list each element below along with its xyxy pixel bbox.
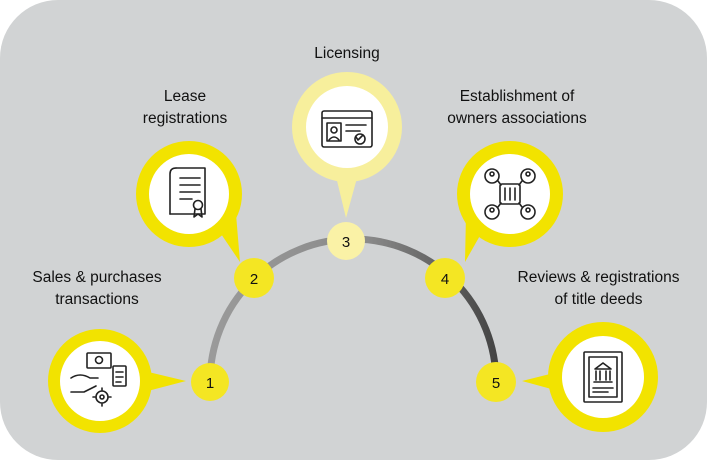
step-number-1: 1 [206,375,214,392]
people-network-icon [484,168,536,220]
step-5-label: Reviews & registrations of title deeds [496,267,701,311]
step-4-label: Establishment of owners associations [422,86,612,130]
step-5-label-line-2: of title deeds [554,291,643,308]
step-number-3: 3 [342,234,350,251]
step-3-label-line-1: Licensing [314,45,380,62]
step-1-label: Sales & purchases transactions [12,267,182,311]
step-4-label-line-1: Establishment of [459,88,575,105]
step-number-5: 5 [492,375,500,392]
step-2-label-line-1: Lease [163,88,207,105]
title-deed-document-icon [583,351,623,403]
bubble-step-2 [136,141,242,262]
step-2-label: Lease registrations [120,86,250,130]
step-3-label: Licensing [287,43,407,65]
license-card-icon [321,110,373,148]
bubble-step-1 [48,329,186,433]
step-1-label-line-1: Sales & purchases [32,269,162,286]
bubble-step-5 [522,322,658,432]
certificate-scroll-icon [169,167,206,218]
step-node-1 [191,363,229,401]
step-4-label-line-2: owners associations [447,110,587,127]
step-5-label-line-1: Reviews & registrations [517,269,680,286]
bubble-step-3 [292,72,402,218]
step-number-2: 2 [250,271,258,288]
money-transfer-icon [70,352,127,407]
step-node-5 [476,362,516,402]
step-node-4 [425,258,465,298]
step-1-label-line-2: transactions [55,291,139,308]
bubble-step-4 [457,141,563,262]
step-2-label-line-2: registrations [142,110,228,127]
step-number-4: 4 [441,271,449,288]
step-node-2 [234,258,274,298]
step-node-3 [327,222,365,260]
